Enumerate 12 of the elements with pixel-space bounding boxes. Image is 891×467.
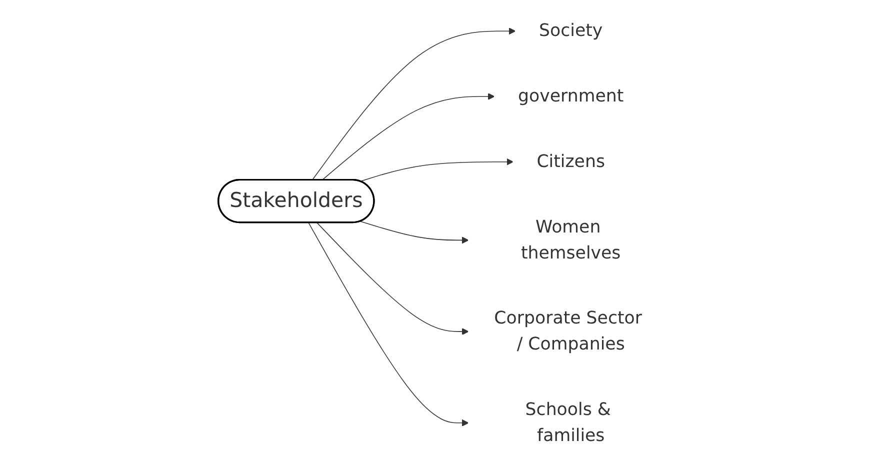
- node-text: Citizens: [536, 152, 605, 172]
- arrow: [316, 222, 468, 335]
- node-text: Corporate Sector / Companies: [494, 308, 642, 354]
- node-text: Schools & families: [525, 400, 611, 446]
- node-text: Society: [538, 21, 602, 41]
- arrow: [360, 221, 468, 244]
- arrow: [360, 158, 514, 182]
- arrow: [308, 222, 468, 426]
- node-text: Women themselves: [520, 217, 620, 264]
- node-text: government: [518, 86, 624, 106]
- arrow: [312, 28, 516, 181]
- arrow: [321, 93, 494, 181]
